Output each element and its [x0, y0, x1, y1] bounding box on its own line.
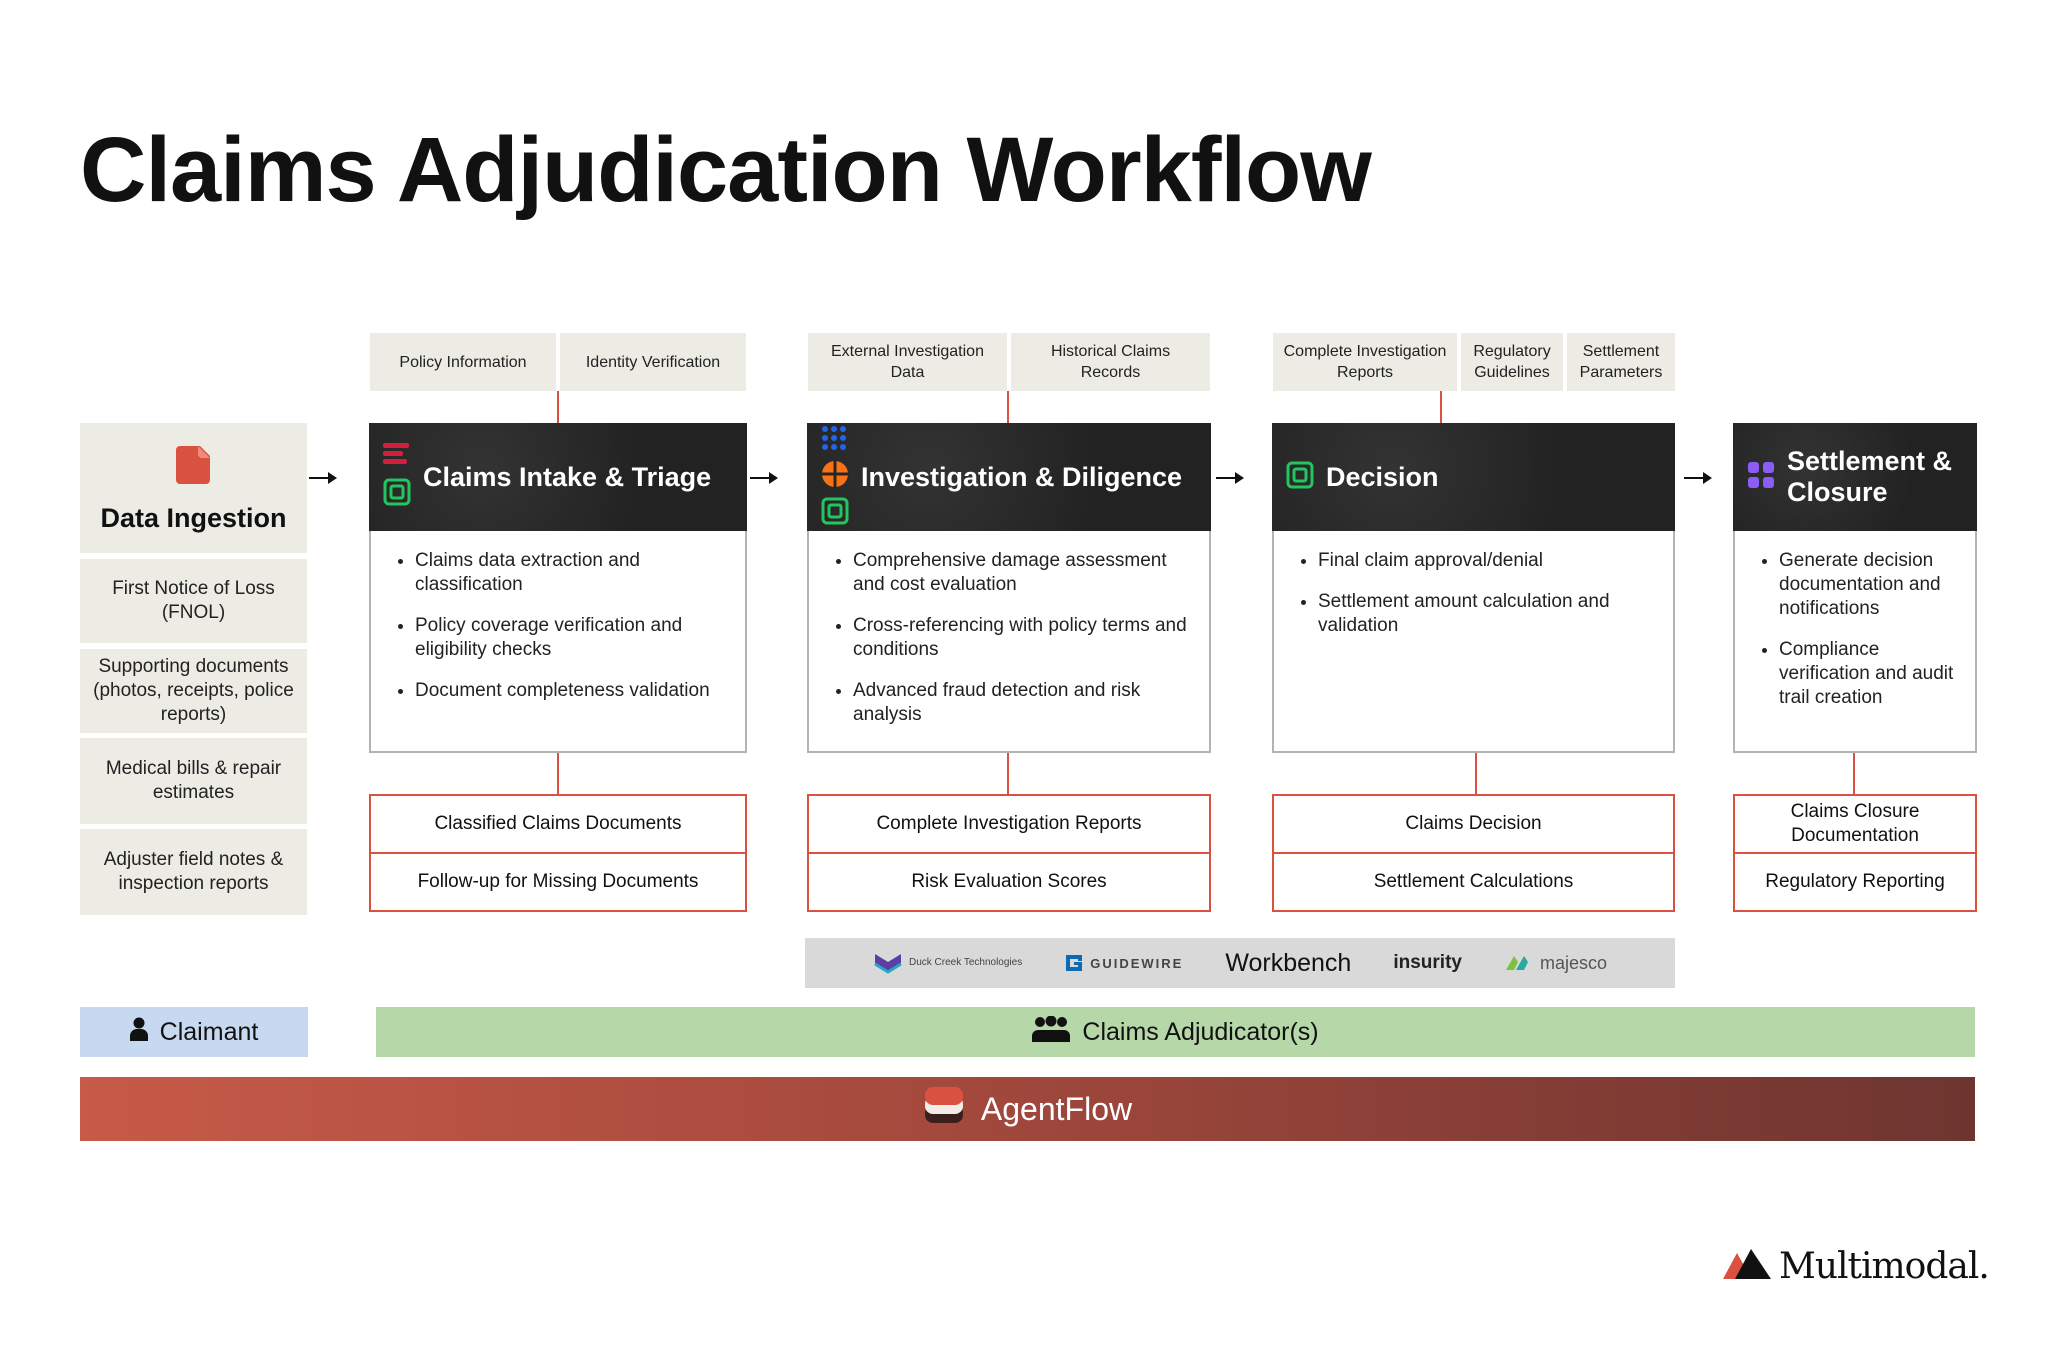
spiral-icon [383, 478, 411, 511]
connector [1440, 391, 1442, 423]
connector [1007, 391, 1009, 423]
stage1-bullet: Policy coverage verification and eligibi… [415, 614, 725, 662]
stage2-bullet: Comprehensive damage assessment and cost… [853, 549, 1189, 597]
agentflow-bar: AgentFlow [80, 1077, 1975, 1141]
stage4-header: Settlement & Closure [1733, 423, 1977, 531]
spiral-icon [1286, 461, 1314, 494]
adjudicator-bar: Claims Adjudicator(s) [376, 1007, 1975, 1057]
stage3-bullet: Settlement amount calculation and valida… [1318, 590, 1653, 638]
quadrant-icon [821, 459, 849, 493]
adjudicator-label: Claims Adjudicator(s) [1082, 1017, 1319, 1046]
stage3-input-regulatory-guidelines: Regulatory Guidelines [1461, 333, 1563, 391]
stage3-title: Decision [1326, 461, 1439, 492]
connector [1853, 753, 1855, 794]
agentflow-logo-icon [923, 1083, 967, 1135]
workbench-bar: Duck Creek Technologies GUIDEWIRE Workbe… [805, 938, 1675, 988]
apps-grid-icon [1747, 461, 1775, 494]
stage1-title: Claims Intake & Triage [423, 461, 712, 492]
claimant-bar: Claimant [80, 1007, 308, 1057]
stage1-output-follow-up: Follow-up for Missing Documents [369, 852, 747, 912]
flow-arrow [1216, 472, 1244, 484]
duck-creek-logo: Duck Creek Technologies [873, 952, 1022, 974]
agentflow-label: AgentFlow [980, 1090, 1133, 1127]
data-ingestion-title: Data Ingestion [100, 503, 287, 533]
majesco-logo: majesco [1504, 953, 1607, 974]
ingestion-item-adjuster-notes: Adjuster field notes & inspection report… [80, 829, 307, 915]
users-group-icon [1032, 1015, 1071, 1049]
stage2-input-external-investigation: External Investigation Data [808, 333, 1007, 391]
stage1-input-policy-information: Policy Information [370, 333, 556, 391]
stage1-header: Claims Intake & Triage [369, 423, 747, 531]
flow-arrow [750, 472, 778, 484]
stage3-output-claims-decision: Claims Decision [1272, 794, 1675, 854]
document-icon [172, 442, 216, 491]
stage2-body: Comprehensive damage assessment and cost… [807, 531, 1211, 753]
stage1-output-classified-docs: Classified Claims Documents [369, 794, 747, 854]
stage2-output-risk-scores: Risk Evaluation Scores [807, 852, 1211, 912]
ingestion-item-supporting-docs: Supporting documents (photos, receipts, … [80, 649, 307, 733]
stage2-bullet: Advanced fraud detection and risk analys… [853, 679, 1189, 727]
stage2-header: Investigation & Diligence [807, 423, 1211, 531]
ingestion-item-medical-bills: Medical bills & repair estimates [80, 738, 307, 824]
page-title: Claims Adjudication Workflow [80, 119, 1372, 221]
ingestion-item-fnol: First Notice of Loss (FNOL) [80, 559, 307, 643]
stage1-bullet: Document completeness validation [415, 679, 725, 703]
stage2-title: Investigation & Diligence [861, 461, 1183, 492]
connector [1475, 753, 1477, 794]
flow-arrow [1684, 472, 1712, 484]
brand-name: Multimodal. [1779, 1245, 1990, 1287]
data-ingestion-header: Data Ingestion [80, 423, 307, 553]
stage2-input-historical-claims: Historical Claims Records [1011, 333, 1210, 391]
insurity-logo: insurity [1393, 952, 1462, 973]
stage1-input-identity-verification: Identity Verification [560, 333, 746, 391]
stage3-bullet: Final claim approval/denial [1318, 549, 1653, 573]
stage4-body: Generate decision documentation and noti… [1733, 531, 1977, 753]
dots-grid-icon [821, 425, 849, 456]
stage4-bullet: Generate decision documentation and noti… [1779, 549, 1955, 621]
stage4-title: Settlement & Closure [1787, 446, 1953, 507]
stage3-input-investigation-reports: Complete Investigation Reports [1273, 333, 1457, 391]
stage2-bullet: Cross-referencing with policy terms and … [853, 614, 1189, 662]
connector [1007, 753, 1009, 794]
multimodal-mark-icon [1723, 1247, 1773, 1286]
stage2-output-investigation-reports: Complete Investigation Reports [807, 794, 1211, 854]
stage1-body: Claims data extraction and classificatio… [369, 531, 747, 753]
stage3-output-settlement-calculations: Settlement Calculations [1272, 852, 1675, 912]
stage4-output-closure-docs: Claims Closure Documentation [1733, 794, 1977, 854]
user-icon [129, 1017, 148, 1048]
stacked-bars-icon [383, 443, 411, 474]
stage3-body: Final claim approval/denial Settlement a… [1272, 531, 1675, 753]
stage3-header: Decision [1272, 423, 1675, 531]
guidewire-logo: GUIDEWIRE [1064, 953, 1183, 973]
connector [557, 753, 559, 794]
stage4-bullet: Compliance verification and audit trail … [1779, 638, 1955, 710]
stage3-input-settlement-parameters: Settlement Parameters [1567, 333, 1675, 391]
stage4-output-regulatory-reporting: Regulatory Reporting [1733, 852, 1977, 912]
spiral-icon [821, 497, 849, 530]
brand-logo: Multimodal. [1723, 1240, 1990, 1292]
flow-arrow [309, 472, 337, 484]
stage1-bullet: Claims data extraction and classificatio… [415, 549, 725, 597]
claimant-label: Claimant [159, 1017, 259, 1046]
connector [557, 391, 559, 423]
workbench-label: Workbench [1225, 948, 1352, 977]
